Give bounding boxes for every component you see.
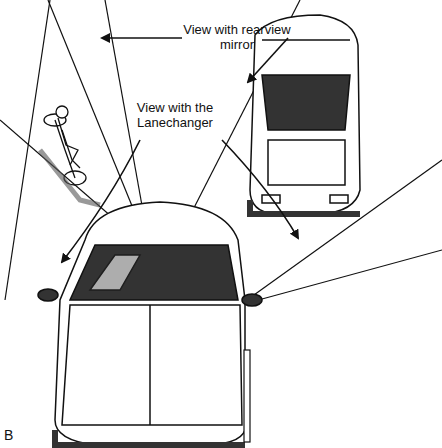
cyclist [40,106,100,205]
view-lines [0,0,442,305]
panel-letter: B [4,428,24,443]
adjacent-car [250,15,360,214]
label-arrows [62,38,298,262]
view-label: View with rearview mirror [182,22,292,52]
main-car [38,202,262,445]
post [244,350,250,442]
view-label: View with the Lanechanger [120,100,230,130]
